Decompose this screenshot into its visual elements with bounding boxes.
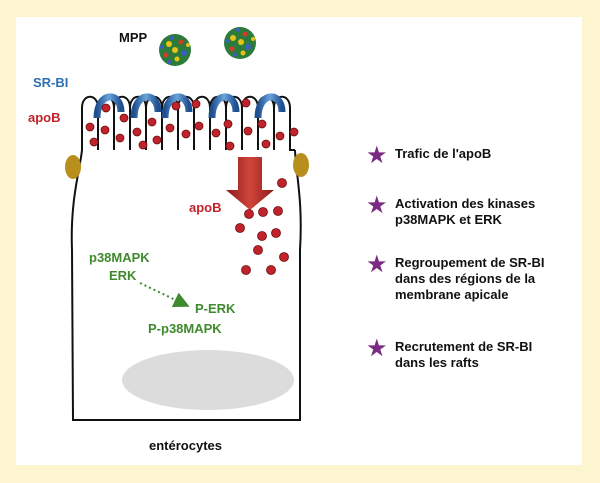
label-erk: ERK <box>109 268 137 283</box>
legend-text: Trafic de l'apoB <box>395 146 492 161</box>
label-mpp: MPP <box>119 30 148 45</box>
tight-junction-right <box>293 153 309 177</box>
star-icon: ★ <box>366 334 388 362</box>
srbi-receptor <box>254 93 286 119</box>
star-icon: ★ <box>366 141 388 169</box>
label-apob-inside: apoB <box>189 200 222 215</box>
legend-text: Recrutement de SR-BI dans les rafts <box>395 339 533 370</box>
mpp-particle <box>224 27 256 59</box>
srbi-receptor <box>93 93 125 119</box>
legend-text: Activation des kinases p38MAPK et ERK <box>395 196 536 227</box>
label-enterocytes: entérocytes <box>149 438 222 453</box>
star-icon: ★ <box>366 191 388 219</box>
srbi-receptor <box>208 93 240 119</box>
apob-particles-cytoplasm <box>235 178 289 275</box>
kinase-activation-arrow <box>139 282 190 308</box>
label-p-erk: P-ERK <box>195 301 236 316</box>
label-p38mapk: p38MAPK <box>89 250 150 265</box>
srbi-receptor <box>130 93 162 119</box>
apob-traffic-arrow <box>226 157 274 210</box>
legend-text: Regroupement de SR-BI dans des régions d… <box>395 255 545 302</box>
srbi-receptor <box>161 93 193 119</box>
label-apob-left: apoB <box>28 110 61 125</box>
mpp-particle <box>159 34 191 66</box>
label-p-p38mapk: P-p38MAPK <box>148 321 222 336</box>
apob-particles-microvilli <box>85 98 299 151</box>
srbi-receptors <box>93 93 286 119</box>
label-srbi: SR-BI <box>33 75 68 90</box>
nucleus <box>122 350 294 410</box>
tight-junction-left <box>65 155 81 179</box>
star-icon: ★ <box>366 250 388 278</box>
